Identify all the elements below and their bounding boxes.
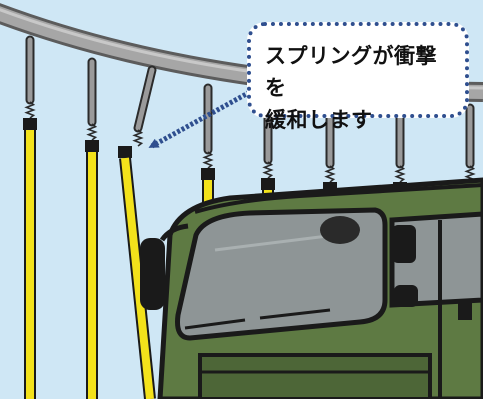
callout-text: スプリングが衝撃を 緩和します xyxy=(265,40,455,136)
spring-icon xyxy=(24,101,36,119)
truck xyxy=(140,177,483,399)
spring-icon xyxy=(202,151,214,169)
hanging-pole xyxy=(23,35,37,399)
callout-box: スプリングが衝撃を 緩和します xyxy=(247,22,469,132)
callout-line-1: スプリングが衝撃を xyxy=(265,44,437,100)
hanging-pole xyxy=(85,57,99,399)
spring-icon xyxy=(262,161,274,179)
spring-icon xyxy=(394,165,406,183)
side-mirror xyxy=(140,238,165,310)
spring-icon xyxy=(132,129,144,147)
spring-icon xyxy=(86,123,98,141)
arrow-icon xyxy=(148,89,252,149)
callout-line-2: 緩和します xyxy=(265,108,373,132)
roof-lamp xyxy=(320,216,360,244)
hanging-pole xyxy=(118,65,157,399)
spring-icon xyxy=(324,165,336,183)
